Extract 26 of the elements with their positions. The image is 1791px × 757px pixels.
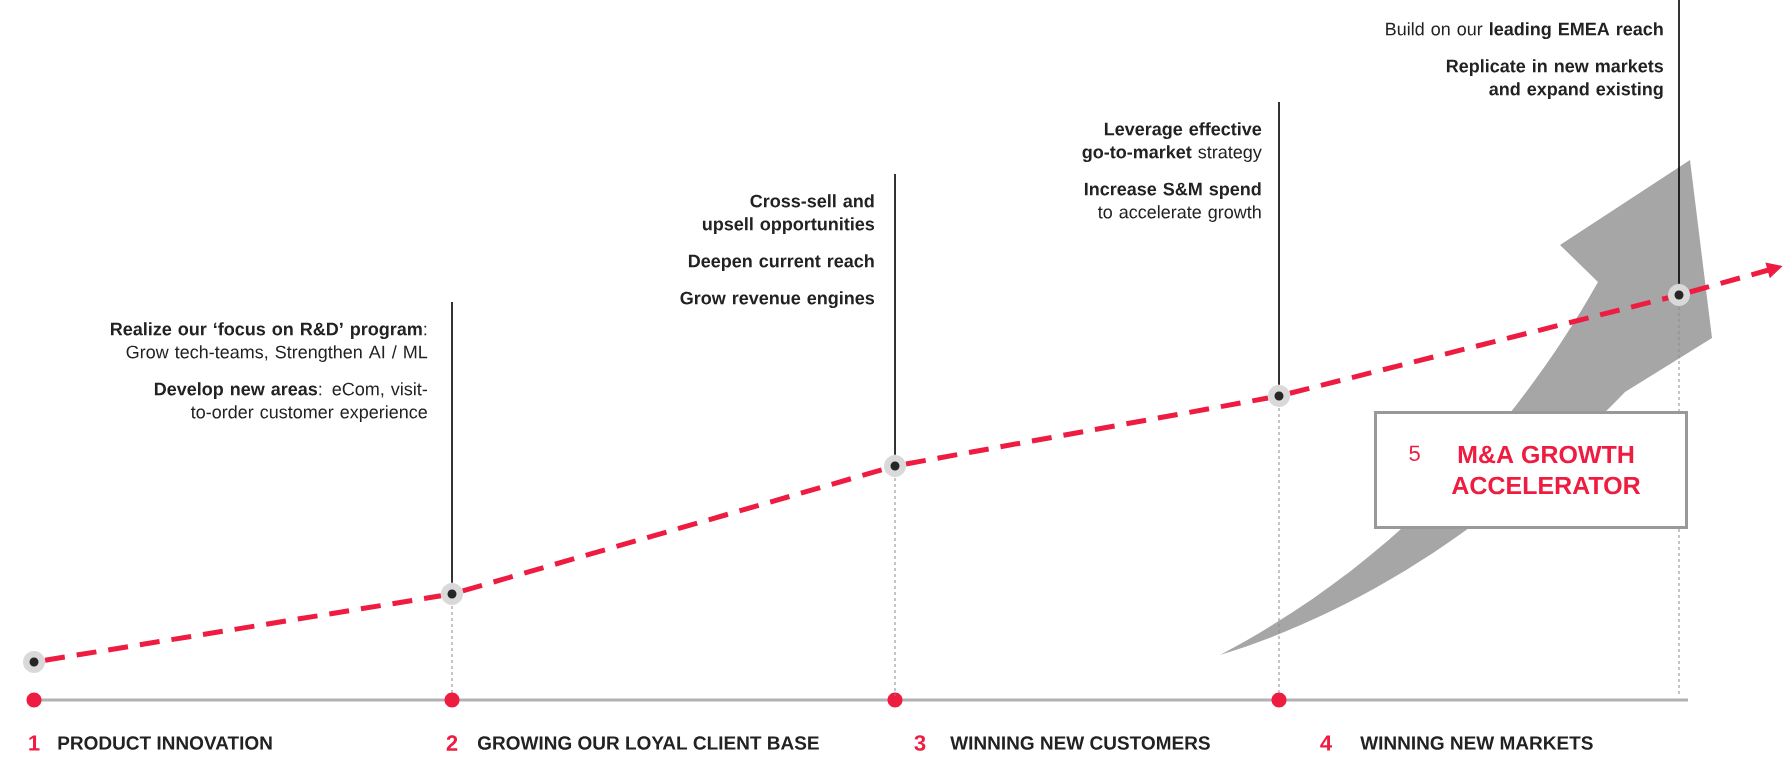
leader-line xyxy=(1678,0,1680,285)
step-number: 1 xyxy=(29,735,40,751)
step-number: 2 xyxy=(446,735,458,751)
milestone-dot xyxy=(1668,284,1690,306)
step-number: 3 xyxy=(914,735,926,751)
annotation-text: Realize our ‘focus on R&D’ program: Grow tech-teams, Strengthen AI / ML Develop new areas: eCom, visit-to-order customer experience xyxy=(111,322,428,422)
leader-line xyxy=(1278,101,1280,386)
growth-path xyxy=(44,593,442,663)
growth-path xyxy=(905,395,1269,467)
step-label: WINNING NEW MARKETS xyxy=(1360,736,1593,750)
annotation-text: Build on our leading EMEA reach Replicate in new markets and expand existing xyxy=(1386,22,1664,100)
step-number: 4 xyxy=(1320,735,1332,751)
growth-path xyxy=(462,466,885,594)
milestone-dot xyxy=(884,455,906,477)
leader-line xyxy=(451,301,453,584)
milestone-dot xyxy=(1268,385,1290,407)
step-label: WINNING NEW CUSTOMERS xyxy=(950,736,1210,750)
growth-path xyxy=(1289,295,1669,396)
step-label: GROWING OUR LOYAL CLIENT BASE xyxy=(478,736,819,750)
accelerator-box: 5 M&A GROWTH ACCELERATOR xyxy=(1374,411,1688,529)
milestone-dot xyxy=(23,651,45,673)
step-label: PRODUCT INNOVATION xyxy=(58,736,272,750)
milestone-dot xyxy=(441,583,463,605)
leader-line xyxy=(894,173,896,456)
annotation-text: Cross-sell and upsell opportunities Deepen current reach Grow revenue engines xyxy=(680,194,875,309)
annotation-text: Leverage effective go-to-market strategy Increase S&M spend to accelerate growth xyxy=(1082,122,1262,222)
